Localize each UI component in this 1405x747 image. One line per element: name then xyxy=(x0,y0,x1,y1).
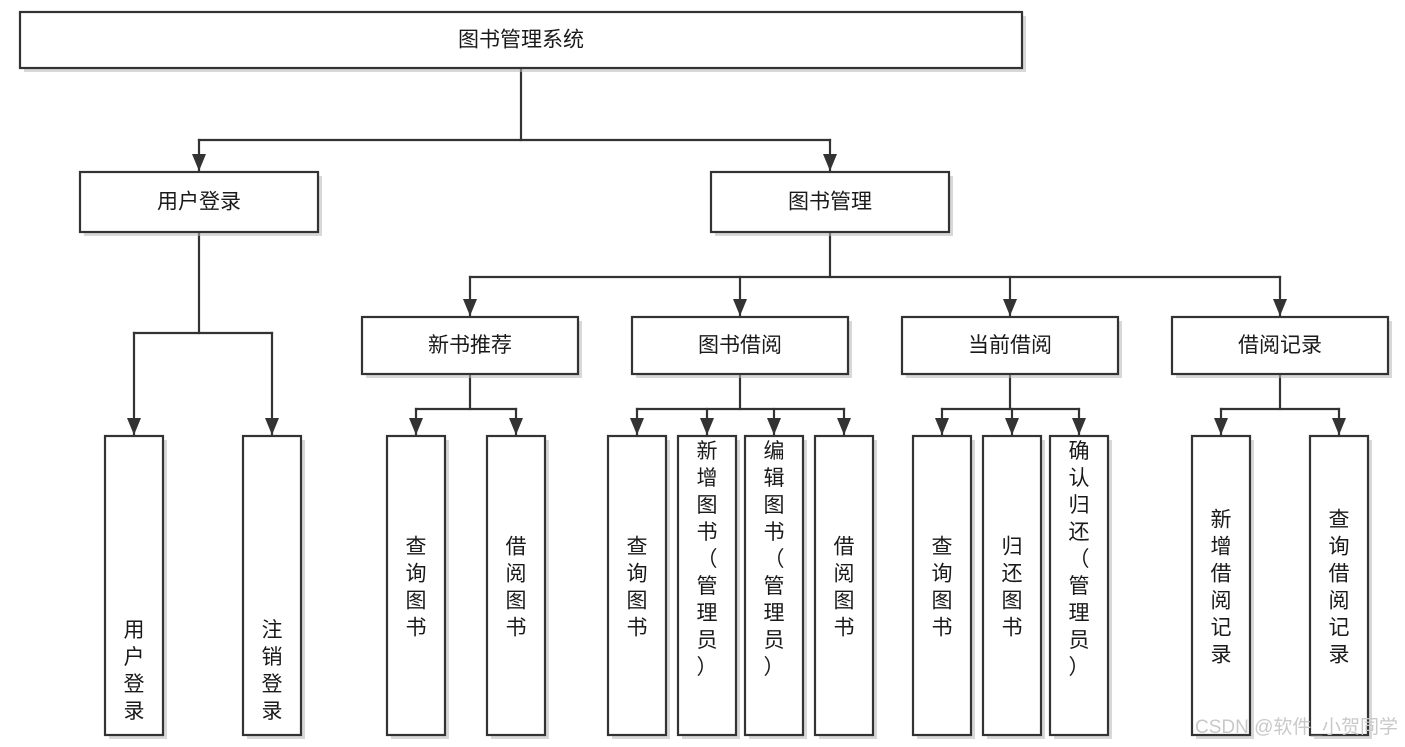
node-label: 查询图书 xyxy=(627,536,648,640)
node-label: 当前借阅 xyxy=(968,334,1052,357)
node-label: 借阅记录 xyxy=(1238,334,1322,357)
node-label: 新书推荐 xyxy=(428,334,512,357)
node-label: 新增图书（管理员） xyxy=(697,440,718,679)
node-box xyxy=(606,434,668,737)
node-box xyxy=(103,434,165,737)
node-label: 图书管理系统 xyxy=(458,29,584,52)
node-label: 编辑图书（管理员） xyxy=(764,440,785,679)
node-recommend-borrow-book[interactable]: 借阅图书 xyxy=(485,434,549,739)
node-label: 用户登录 xyxy=(124,619,145,723)
node-box xyxy=(18,10,1024,70)
node-label: 图书借阅 xyxy=(698,334,782,357)
node-user-login[interactable]: 用户登录 xyxy=(78,170,322,236)
node-label: 查询图书 xyxy=(932,536,953,640)
node-label: 查询图书 xyxy=(406,536,427,640)
bus-root xyxy=(197,66,832,142)
bus-current-borrow xyxy=(940,372,1081,411)
arrow-head-icon xyxy=(700,418,714,435)
node-user-logout[interactable]: 注销登录 xyxy=(241,434,305,739)
node-new-book-recommend[interactable]: 新书推荐 xyxy=(360,315,582,378)
arrow-head-icon xyxy=(1005,418,1019,435)
arrow-head-icon xyxy=(630,418,644,435)
node-record-query[interactable]: 查询借阅记录 xyxy=(1308,434,1372,739)
node-borrow-record[interactable]: 借阅记录 xyxy=(1170,315,1392,378)
node-box xyxy=(900,315,1120,376)
arrow-head-icon xyxy=(1072,418,1086,435)
node-box xyxy=(630,315,850,376)
node-box xyxy=(813,434,875,737)
bus-new-book-recommend xyxy=(414,372,518,411)
node-root[interactable]: 图书管理系统 xyxy=(18,10,1026,72)
arrow-head-icon xyxy=(837,418,851,435)
node-book-manage[interactable]: 图书管理 xyxy=(709,170,953,236)
node-book-borrow[interactable]: 图书借阅 xyxy=(630,315,852,378)
arrow-head-icon xyxy=(733,299,747,316)
node-user-login-do[interactable]: 用户登录 xyxy=(103,434,167,739)
node-current-query-book[interactable]: 查询图书 xyxy=(911,434,975,739)
bus-borrow-record xyxy=(1219,372,1341,411)
node-borrow-query-book[interactable]: 查询图书 xyxy=(606,434,670,739)
node-box xyxy=(78,170,320,234)
node-current-confirm-return[interactable]: 确认归还（管理员） xyxy=(1048,434,1112,739)
node-borrow-borrow-book[interactable]: 借阅图书 xyxy=(813,434,877,739)
arrow-head-icon xyxy=(1332,418,1346,435)
arrow-head-icon xyxy=(935,418,949,435)
node-label: 借阅图书 xyxy=(834,536,855,640)
node-label: 查询借阅记录 xyxy=(1329,509,1350,667)
csdn-watermark: CSDN @软件_小贺同学 xyxy=(1195,716,1398,738)
bus-book-manage xyxy=(468,230,1282,279)
bus-user-login xyxy=(132,230,274,335)
arrow-head-icon xyxy=(823,154,837,171)
node-label: 确认归还（管理员） xyxy=(1069,440,1090,679)
arrow-head-icon xyxy=(463,299,477,316)
node-box xyxy=(385,434,447,737)
arrow-head-icon xyxy=(127,418,141,435)
node-box xyxy=(1170,315,1390,376)
node-label: 借阅图书 xyxy=(506,536,527,640)
node-label: 用户登录 xyxy=(157,191,241,214)
arrow-head-icon xyxy=(767,418,781,435)
node-box xyxy=(241,434,303,737)
node-label: 图书管理 xyxy=(788,191,872,214)
node-label: 注销登录 xyxy=(262,619,283,723)
node-current-borrow[interactable]: 当前借阅 xyxy=(900,315,1122,378)
connector-layer xyxy=(127,66,1346,436)
arrow-head-icon xyxy=(265,418,279,435)
bus-book-borrow xyxy=(635,372,846,411)
arrow-head-icon xyxy=(409,418,423,435)
node-borrow-add-book[interactable]: 新增图书（管理员） xyxy=(676,434,740,739)
node-box xyxy=(911,434,973,737)
node-box xyxy=(485,434,547,737)
node-box xyxy=(1308,434,1370,737)
node-borrow-edit-book[interactable]: 编辑图书（管理员） xyxy=(743,434,807,739)
node-box xyxy=(743,434,805,737)
node-box xyxy=(1048,434,1110,737)
node-label: 归还图书 xyxy=(1002,536,1023,640)
node-record-add[interactable]: 新增借阅记录 xyxy=(1190,434,1254,739)
node-layer: 图书管理系统用户登录用户登录注销登录图书管理新书推荐查询图书借阅图书图书借阅查询… xyxy=(18,10,1392,739)
node-box xyxy=(981,434,1043,737)
node-label: 新增借阅记录 xyxy=(1211,509,1232,667)
node-recommend-query-book[interactable]: 查询图书 xyxy=(385,434,449,739)
arrow-head-icon xyxy=(509,418,523,435)
arrow-head-icon xyxy=(192,154,206,171)
arrow-head-icon xyxy=(1214,418,1228,435)
node-box xyxy=(676,434,738,737)
node-box xyxy=(709,170,951,234)
node-box xyxy=(360,315,580,376)
node-current-return-book[interactable]: 归还图书 xyxy=(981,434,1045,739)
arrow-head-icon xyxy=(1273,299,1287,316)
node-box xyxy=(1190,434,1252,737)
arrow-head-icon xyxy=(1003,299,1017,316)
